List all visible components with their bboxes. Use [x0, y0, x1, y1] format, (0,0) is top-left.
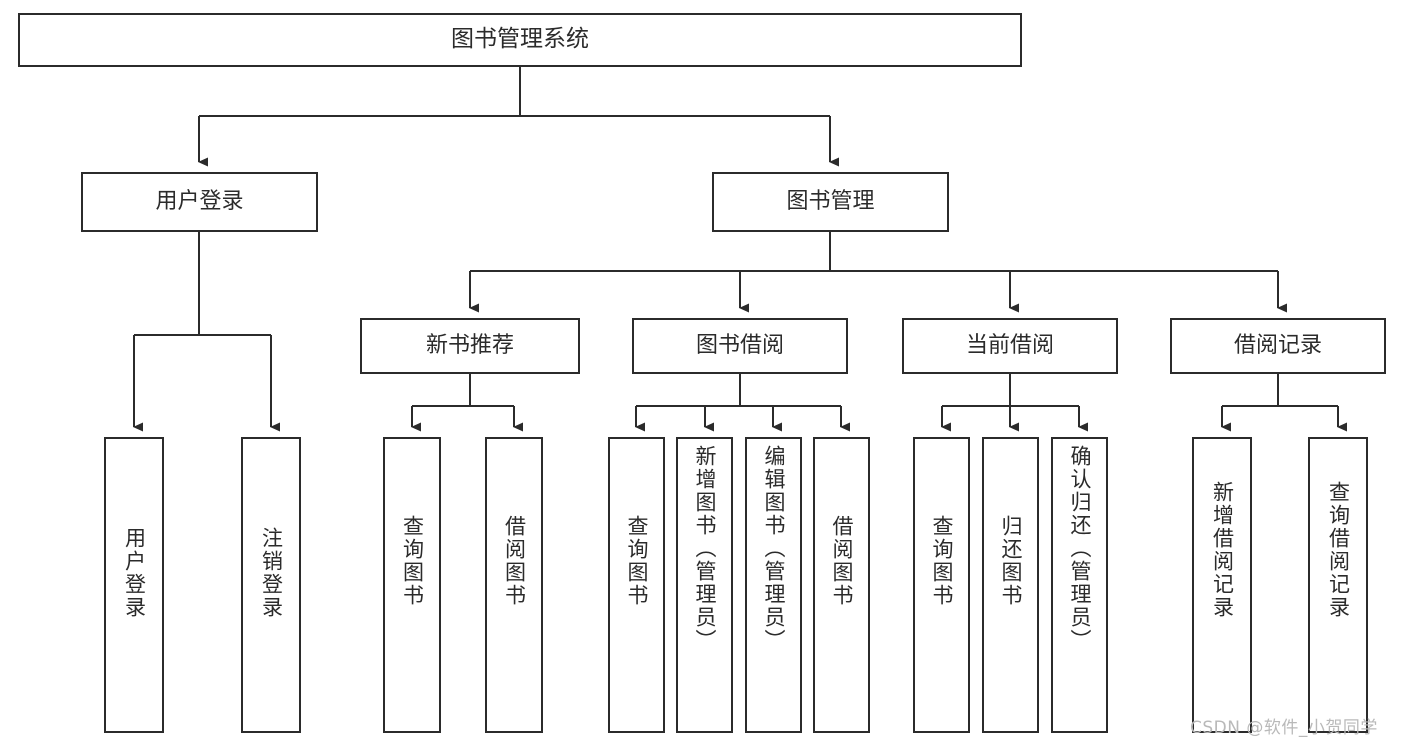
node-label: 图书管理系统 [451, 26, 589, 53]
node-current-borrowing[interactable]: 当前借阅 [902, 318, 1118, 374]
node-label: 新增借阅记录 [1210, 481, 1235, 619]
leaf-query-borrow-record[interactable]: 查询借阅记录 [1308, 437, 1368, 733]
node-book-borrowing[interactable]: 图书借阅 [632, 318, 848, 374]
node-label: 图书借阅 [695, 332, 784, 358]
node-label: 查询图书 [930, 515, 954, 607]
leaf-user-login[interactable]: 用户登录 [104, 437, 164, 733]
leaf-query-book-recommendation[interactable]: 查询图书 [383, 437, 441, 733]
leaf-borrow-book-recommendation[interactable]: 借阅图书 [485, 437, 543, 733]
node-label: 借阅图书 [502, 515, 527, 607]
node-label: 当前借阅 [965, 332, 1054, 358]
node-label: 新书推荐 [425, 332, 514, 358]
node-label: 查询借阅记录 [1326, 481, 1351, 619]
node-label: 借阅记录 [1233, 332, 1322, 358]
node-borrowing-record[interactable]: 借阅记录 [1170, 318, 1386, 374]
node-root-book-management-system[interactable]: 图书管理系统 [18, 13, 1022, 67]
node-label: 确认归还（管理员） [1068, 445, 1092, 652]
node-label: 编辑图书（管理员） [762, 445, 786, 652]
leaf-edit-book[interactable]: 编辑图书（管理员） [745, 437, 802, 733]
node-book-management[interactable]: 图书管理 [712, 172, 949, 232]
csdn-watermark: CSDN @软件_小贺同学 [1190, 718, 1378, 738]
node-label: 查询图书 [400, 515, 425, 607]
leaf-add-borrow-record[interactable]: 新增借阅记录 [1192, 437, 1252, 733]
node-label: 借阅图书 [830, 515, 854, 607]
node-label: 归还图书 [999, 515, 1023, 607]
leaf-add-book[interactable]: 新增图书（管理员） [676, 437, 733, 733]
node-label: 用户登录 [122, 527, 147, 619]
node-user-login[interactable]: 用户登录 [81, 172, 318, 232]
leaf-query-book-current[interactable]: 查询图书 [913, 437, 970, 733]
node-new-book-recommendation[interactable]: 新书推荐 [360, 318, 580, 374]
leaf-return-book[interactable]: 归还图书 [982, 437, 1039, 733]
leaf-query-book-borrowing[interactable]: 查询图书 [608, 437, 665, 733]
leaf-logout[interactable]: 注销登录 [241, 437, 301, 733]
node-label: 图书管理 [786, 188, 875, 214]
node-label: 注销登录 [259, 527, 284, 619]
node-label: 查询图书 [625, 515, 649, 607]
leaf-confirm-return[interactable]: 确认归还（管理员） [1051, 437, 1108, 733]
node-label: 用户登录 [155, 188, 244, 214]
node-label: 新增图书（管理员） [693, 445, 717, 652]
leaf-borrow-book[interactable]: 借阅图书 [813, 437, 870, 733]
